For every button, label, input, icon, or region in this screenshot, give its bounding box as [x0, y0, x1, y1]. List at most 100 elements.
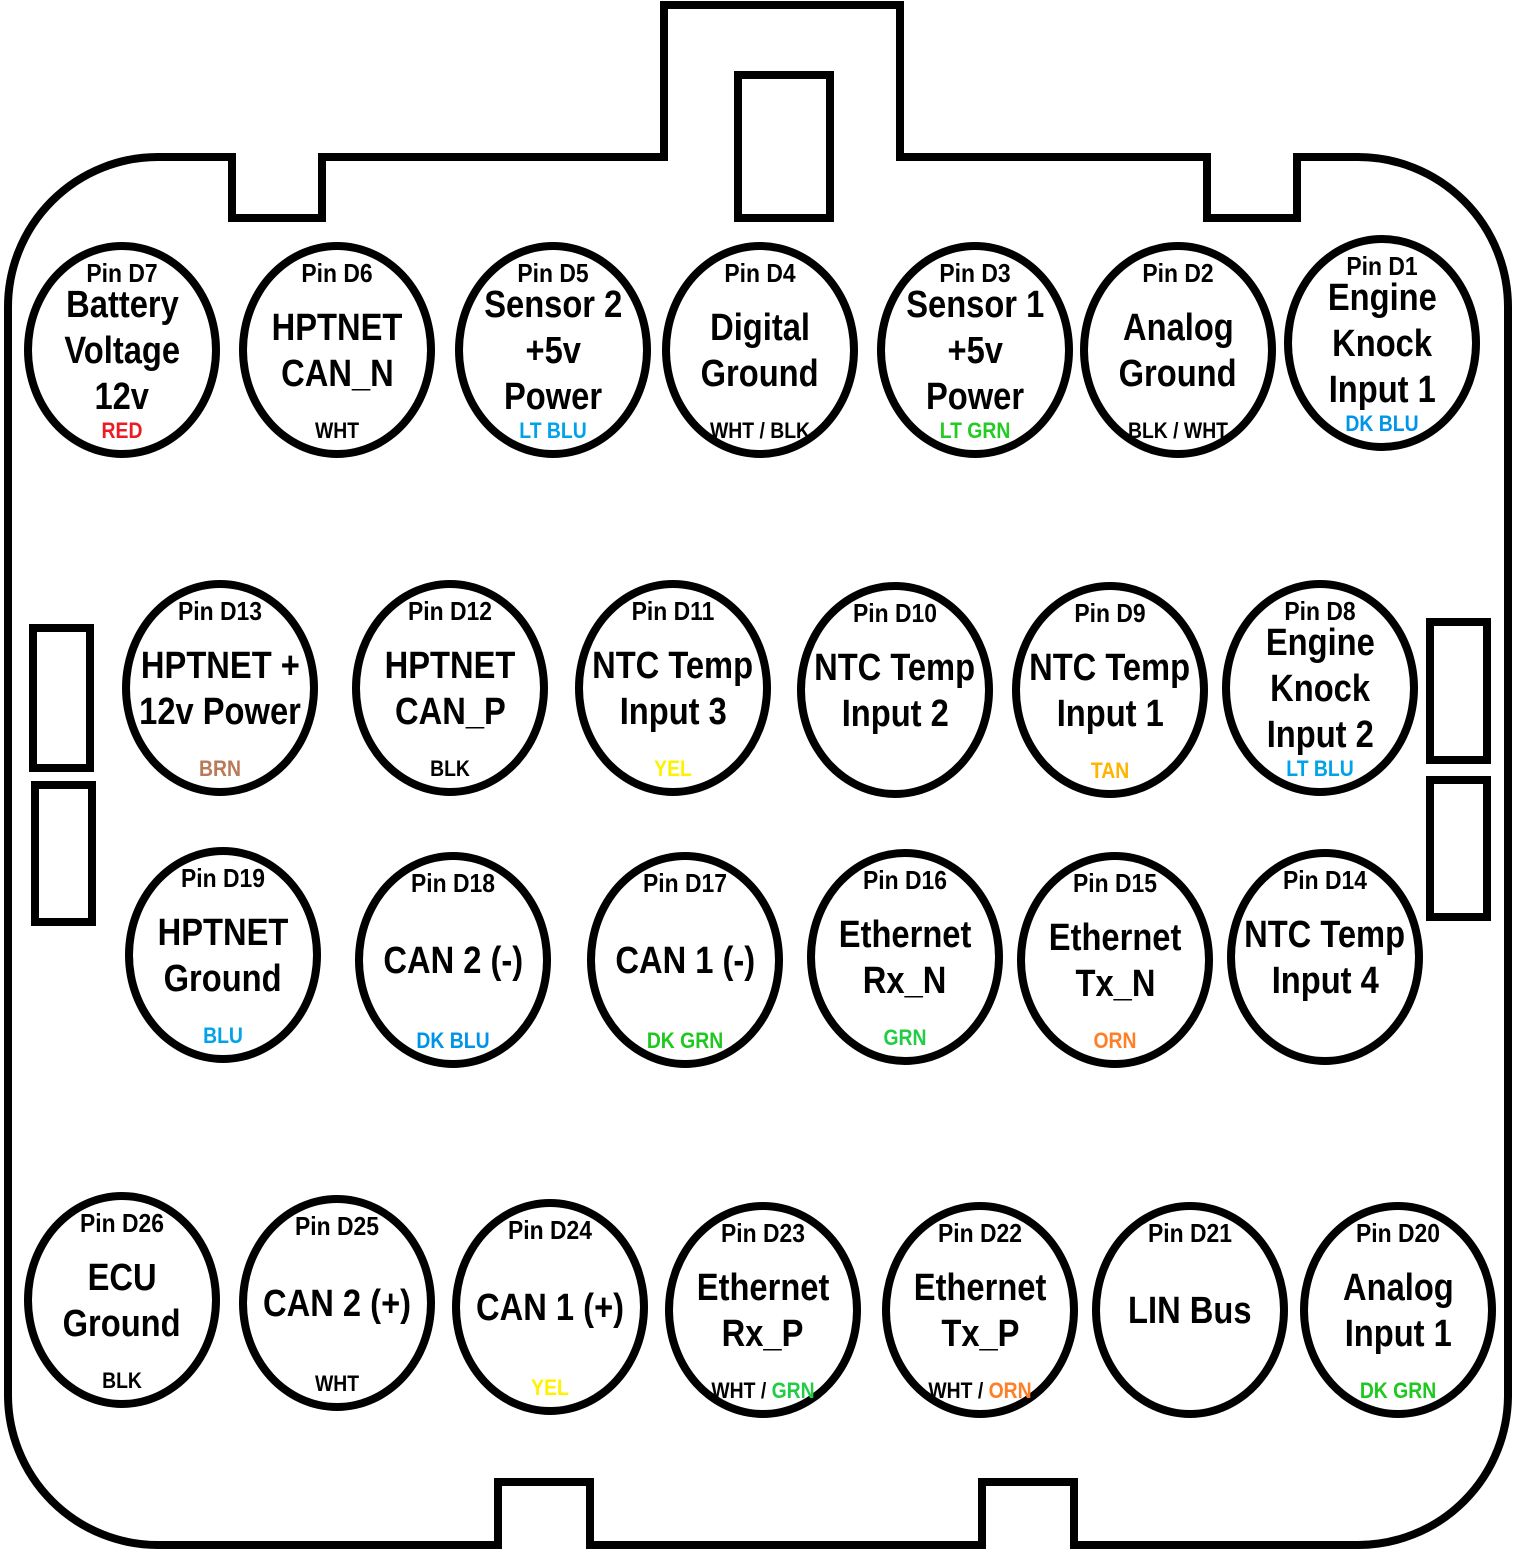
right-side-key-upper — [1426, 618, 1491, 764]
pin-number: Pin D22 — [938, 1218, 1022, 1248]
pin-function-line: NTC Temp — [1244, 914, 1406, 956]
wire-color-part: BLK — [430, 756, 470, 781]
pin-number: Pin D4 — [724, 258, 796, 288]
wire-color-part: BLU — [203, 1023, 243, 1048]
right-side-key-lower — [1426, 776, 1491, 921]
pin-function-line: 12v — [94, 376, 150, 418]
wire-color-part: GRN — [771, 1378, 815, 1403]
pin-function-line: CAN 2 (-) — [383, 940, 523, 982]
wire-color-part: TAN — [1090, 758, 1130, 783]
wire-color-label: WHT — [258, 418, 416, 444]
wire-color-label: WHT / BLK — [681, 418, 839, 444]
pin-function-line: Ground — [1118, 353, 1237, 395]
pin-number: Pin D5 — [517, 258, 589, 288]
pin-function-line: LIN Bus — [1128, 1290, 1252, 1332]
pin-function-line: CAN 1 (+) — [475, 1287, 624, 1329]
wire-color-label: WHT / ORN — [901, 1378, 1059, 1404]
pin-number: Pin D25 — [295, 1211, 379, 1241]
pin-function-line: Rx_P — [722, 1313, 804, 1355]
pin-function-line: Input 1 — [1056, 693, 1164, 735]
pin-number: Pin D11 — [631, 596, 715, 626]
wire-color-part: DK GRN — [646, 1028, 724, 1053]
wire-color-part: ORN — [1093, 1028, 1137, 1053]
pin-function-line: Battery — [65, 284, 179, 326]
pin-number: Pin D3 — [939, 258, 1011, 288]
pin-function-line: Input 2 — [841, 693, 949, 735]
wire-color-label: DK BLU — [1303, 411, 1461, 437]
pin-number: Pin D7 — [86, 258, 158, 288]
pin-number: Pin D23 — [721, 1218, 805, 1248]
pin-function-line: Power — [503, 376, 603, 418]
wire-color-label: WHT / GRN — [684, 1378, 842, 1404]
pin-function-line: Tx_P — [940, 1313, 1020, 1355]
pin-function-line: Power — [925, 376, 1025, 418]
pin-function-line: Knock — [1332, 323, 1432, 365]
wire-color-part: WHT — [314, 1371, 360, 1396]
wire-color-part: YEL — [654, 756, 692, 781]
pin-function-line: +5v — [947, 330, 1003, 372]
pin-function: HPTNET +12v Power — [124, 624, 316, 754]
pin-function-line: CAN 1 (-) — [615, 940, 755, 982]
pin-function-line: Input 3 — [619, 691, 727, 733]
pin-function-line: Voltage — [64, 330, 180, 372]
pin-number: Pin D24 — [508, 1215, 592, 1245]
wire-color-part: LT BLU — [519, 418, 587, 443]
wire-color-label: DK BLU — [374, 1028, 532, 1054]
pin-number: Pin D14 — [1283, 865, 1367, 895]
pin-function-line: NTC Temp — [592, 645, 754, 687]
pin-number: Pin D19 — [181, 863, 265, 893]
wire-color-part: WHT / — [711, 1378, 772, 1403]
pin-function-line: Input 2 — [1266, 714, 1374, 756]
pin-function-line: CAN_N — [280, 353, 394, 395]
pin-number: Pin D13 — [178, 596, 262, 626]
wire-color-label: ORN — [1036, 1028, 1194, 1054]
pin-number: Pin D9 — [1074, 598, 1146, 628]
pin-function-line: Sensor 1 — [905, 284, 1045, 326]
wire-color-label: BLK / WHT — [1099, 418, 1257, 444]
pin-number: Pin D8 — [1284, 596, 1356, 626]
pin-function-line: NTC Temp — [814, 647, 976, 689]
pin-number: Pin D6 — [301, 258, 373, 288]
pin-function-line: Sensor 2 — [483, 284, 623, 326]
wire-color-part: LT GRN — [939, 418, 1011, 443]
wire-color-label: GRN — [826, 1025, 984, 1051]
pin-function-line: ECU — [87, 1257, 157, 1299]
pin-function-line: Ground — [700, 353, 819, 395]
wire-color-label: BLK — [371, 756, 529, 782]
wire-color-label: WHT — [258, 1371, 416, 1397]
wire-color-part: BRN — [199, 756, 241, 781]
wire-color-part: LT BLU — [1286, 756, 1354, 781]
pin-function-line: Engine — [1327, 277, 1437, 319]
pin-function-line: Ethernet — [913, 1267, 1047, 1309]
wire-color-part: BLK / WHT — [1127, 418, 1229, 443]
pin-function-line: CAN 2 (+) — [262, 1283, 411, 1325]
wire-color-label: BRN — [141, 756, 299, 782]
pin-number: Pin D16 — [863, 865, 947, 895]
pin-function-line: 12v Power — [139, 691, 301, 733]
